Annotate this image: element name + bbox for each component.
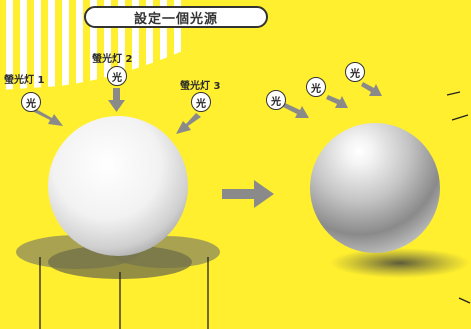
light-badge-3: 光	[191, 92, 211, 112]
lamp-3-label: 螢光灯 3	[180, 81, 221, 92]
shadow-pointer-lines	[39, 257, 209, 329]
result-badge-1: 光	[266, 90, 286, 110]
edge-marks	[446, 91, 471, 304]
result-badge-3: 光	[345, 62, 365, 82]
title-text: 設定一個光源	[133, 11, 218, 27]
result-arrow	[222, 180, 274, 208]
light-stripes	[6, 0, 181, 90]
sphere-single-light	[310, 123, 440, 253]
result-badge-2: 光	[306, 77, 326, 97]
light-direction-arrows-left	[32, 88, 201, 134]
light-direction-arrows-right	[283, 82, 382, 118]
single-shadow	[330, 248, 470, 278]
sphere-multi-light	[48, 116, 188, 256]
light-badge-2: 光	[107, 66, 127, 86]
lamp-1-label: 螢光灯 1	[4, 75, 45, 86]
lamp-2-label: 螢光灯 2	[92, 54, 133, 65]
title-label: 設定一個光源	[84, 6, 268, 28]
light-badge-1: 光	[21, 92, 41, 112]
